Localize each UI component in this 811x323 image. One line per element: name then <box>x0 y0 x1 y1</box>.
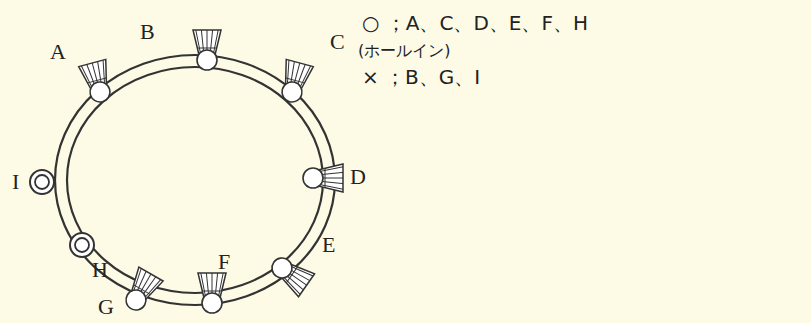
shuttlecock <box>193 30 221 70</box>
feather-line <box>319 184 343 189</box>
shuttle-cork <box>202 293 222 313</box>
feather-line <box>300 65 311 89</box>
shuttle-cork <box>303 168 323 188</box>
feather-line <box>319 167 343 172</box>
shuttle-cork <box>88 80 112 104</box>
legend-note: (ホールイン) <box>358 42 450 60</box>
feather-band <box>198 48 217 49</box>
feather-line <box>81 65 92 89</box>
hole-h <box>70 233 94 257</box>
feather-line <box>98 60 109 84</box>
point-letter: I <box>12 170 19 194</box>
feather-line <box>201 273 206 297</box>
feather-line <box>218 273 223 297</box>
shuttle-cork <box>122 286 149 313</box>
point-letter: G <box>98 295 114 319</box>
shuttlecock <box>303 164 343 192</box>
hole-i <box>30 170 54 194</box>
shuttlecock <box>79 59 116 105</box>
point-letter: C <box>330 30 345 54</box>
legend-text: × ；B、G、I <box>362 66 480 88</box>
feather-line <box>283 60 294 84</box>
point-letter: F <box>218 250 230 274</box>
shuttlecock <box>266 251 315 297</box>
feather-line <box>213 30 218 54</box>
ring-outer <box>55 55 335 305</box>
ring-inner <box>67 67 323 293</box>
shuttle-cork <box>280 80 304 104</box>
shuttlecock <box>119 267 163 316</box>
shuttle-cork <box>197 50 217 70</box>
feather-band <box>325 169 326 188</box>
point-letter: A <box>50 40 66 64</box>
legend-text: ○ ；A、C、D、E、F、H <box>362 12 588 34</box>
feather-line <box>196 30 201 54</box>
point-letter: D <box>350 165 366 189</box>
feather-line <box>280 277 302 295</box>
shuttlecock <box>276 59 313 105</box>
feather-line <box>145 277 161 300</box>
shuttlecock <box>198 273 226 313</box>
feather-band <box>203 291 222 292</box>
shuttle-cork <box>268 254 296 282</box>
point-letter: B <box>140 20 155 44</box>
point-letter: H <box>92 258 108 282</box>
point-letter: E <box>322 233 335 257</box>
